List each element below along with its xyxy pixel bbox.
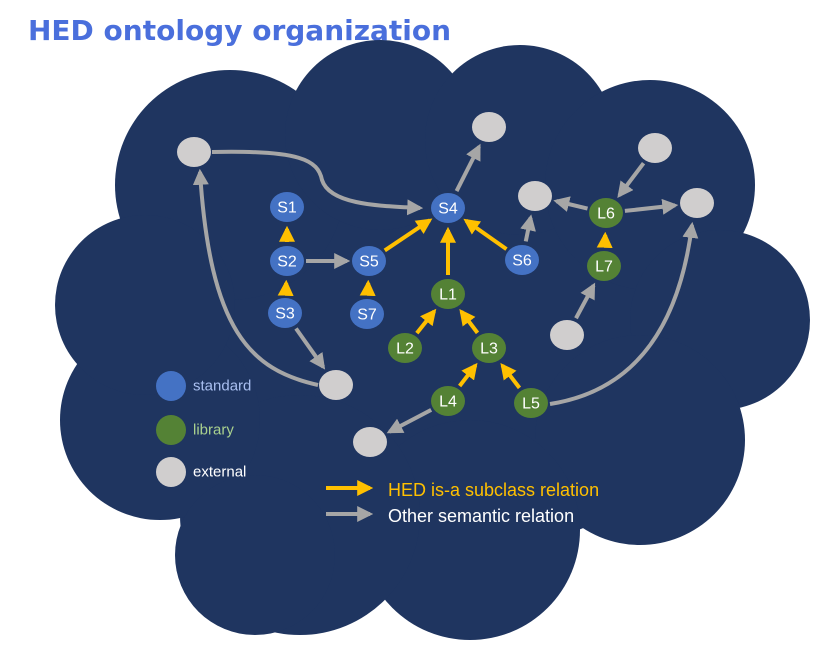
node-label-l3: L3 — [480, 341, 498, 358]
semantic-edge-l6-to-e7 — [624, 198, 679, 215]
external-node-circle — [638, 133, 672, 163]
subclass-edges — [277, 218, 613, 390]
node-l3: L3 — [472, 333, 506, 363]
standard-node-circle — [270, 246, 304, 276]
external-node-circle — [472, 112, 506, 142]
node-l1: L1 — [431, 279, 465, 309]
external-node-circle — [550, 320, 584, 350]
node-label-l2: L2 — [396, 341, 414, 358]
node-s5: S5 — [352, 246, 386, 276]
node-label-s1: S1 — [277, 200, 297, 217]
node-l6: L6 — [589, 198, 623, 228]
node-label-s5: S5 — [359, 254, 379, 271]
subclass-edge-l5-to-l3 — [500, 362, 522, 390]
node-l7: L7 — [587, 251, 621, 281]
standard-node-circle — [270, 192, 304, 222]
standard-node-circle — [505, 245, 539, 275]
node-label-l6: L6 — [597, 206, 615, 223]
legend-library-swatch — [156, 415, 186, 445]
node-e3 — [518, 181, 552, 211]
semantic-edge-s3-to-e5 — [294, 327, 326, 370]
library-node-circle — [589, 198, 623, 228]
legend-external-swatch — [156, 457, 186, 487]
semantic-edge-e5-to-e1 — [192, 168, 319, 387]
node-label-s6: S6 — [512, 253, 532, 270]
node-l2: L2 — [388, 333, 422, 363]
standard-node-circle — [352, 246, 386, 276]
legend-semantic-label: Other semantic relation — [388, 506, 574, 526]
semantic-edge-e6-to-l7 — [574, 282, 596, 320]
node-s2: S2 — [270, 246, 304, 276]
library-node-circle — [431, 386, 465, 416]
node-label-s4: S4 — [438, 201, 458, 218]
subclass-edge-s5-to-s4 — [383, 218, 433, 253]
library-node-circle — [388, 333, 422, 363]
semantic-edge-e4-to-l6 — [617, 161, 646, 198]
node-e2 — [472, 112, 506, 142]
subclass-edge-l2-to-l1 — [415, 308, 437, 335]
semantic-edges — [192, 143, 699, 434]
subclass-edge-s6-to-s4 — [463, 218, 508, 251]
node-s7: S7 — [350, 299, 384, 329]
semantic-edge-l4-to-e8 — [386, 408, 433, 434]
library-node-circle — [514, 388, 548, 418]
standard-node-circle — [350, 299, 384, 329]
standard-node-circle — [431, 193, 465, 223]
standard-node-circle — [268, 298, 302, 328]
library-node-circle — [431, 279, 465, 309]
legend-standard-label: standard — [193, 378, 251, 395]
library-node-circle — [587, 251, 621, 281]
subclass-edge-l4-to-l3 — [458, 362, 478, 388]
node-e7 — [680, 188, 714, 218]
legend: standard library external HED is-a subcl… — [156, 371, 599, 526]
legend-external-label: external — [193, 464, 246, 481]
external-node-circle — [680, 188, 714, 218]
legend-subclass-label: HED is-a subclass relation — [388, 480, 599, 500]
node-s4: S4 — [431, 193, 465, 223]
node-label-l1: L1 — [439, 287, 457, 304]
node-e6 — [550, 320, 584, 350]
node-label-l4: L4 — [439, 394, 457, 411]
node-e1 — [177, 137, 211, 167]
semantic-edge-l6-to-e3 — [553, 196, 588, 212]
node-s1: S1 — [270, 192, 304, 222]
external-node-circle — [177, 137, 211, 167]
cloud-background — [55, 40, 810, 640]
node-label-l7: L7 — [595, 259, 613, 276]
node-label-l5: L5 — [522, 396, 540, 413]
semantic-edge-e1-to-s4 — [211, 149, 424, 216]
semantic-edge-l5-to-e7 — [549, 221, 699, 406]
node-s6: S6 — [505, 245, 539, 275]
node-e4 — [638, 133, 672, 163]
semantic-edge-s6-to-e3 — [520, 214, 536, 242]
node-l4: L4 — [431, 386, 465, 416]
node-label-s3: S3 — [275, 306, 295, 323]
node-s3: S3 — [268, 298, 302, 328]
node-l5: L5 — [514, 388, 548, 418]
node-e5 — [319, 370, 353, 400]
subclass-edge-l3-to-l1 — [459, 308, 480, 335]
node-label-s2: S2 — [277, 254, 297, 271]
external-node-circle — [319, 370, 353, 400]
legend-library-label: library — [193, 422, 234, 439]
library-node-circle — [472, 333, 506, 363]
legend-standard-swatch — [156, 371, 186, 401]
external-node-circle — [518, 181, 552, 211]
external-node-circle — [353, 427, 387, 457]
semantic-edge-s4-to-e2 — [454, 143, 481, 192]
node-e8 — [353, 427, 387, 457]
node-label-s7: S7 — [357, 307, 377, 324]
